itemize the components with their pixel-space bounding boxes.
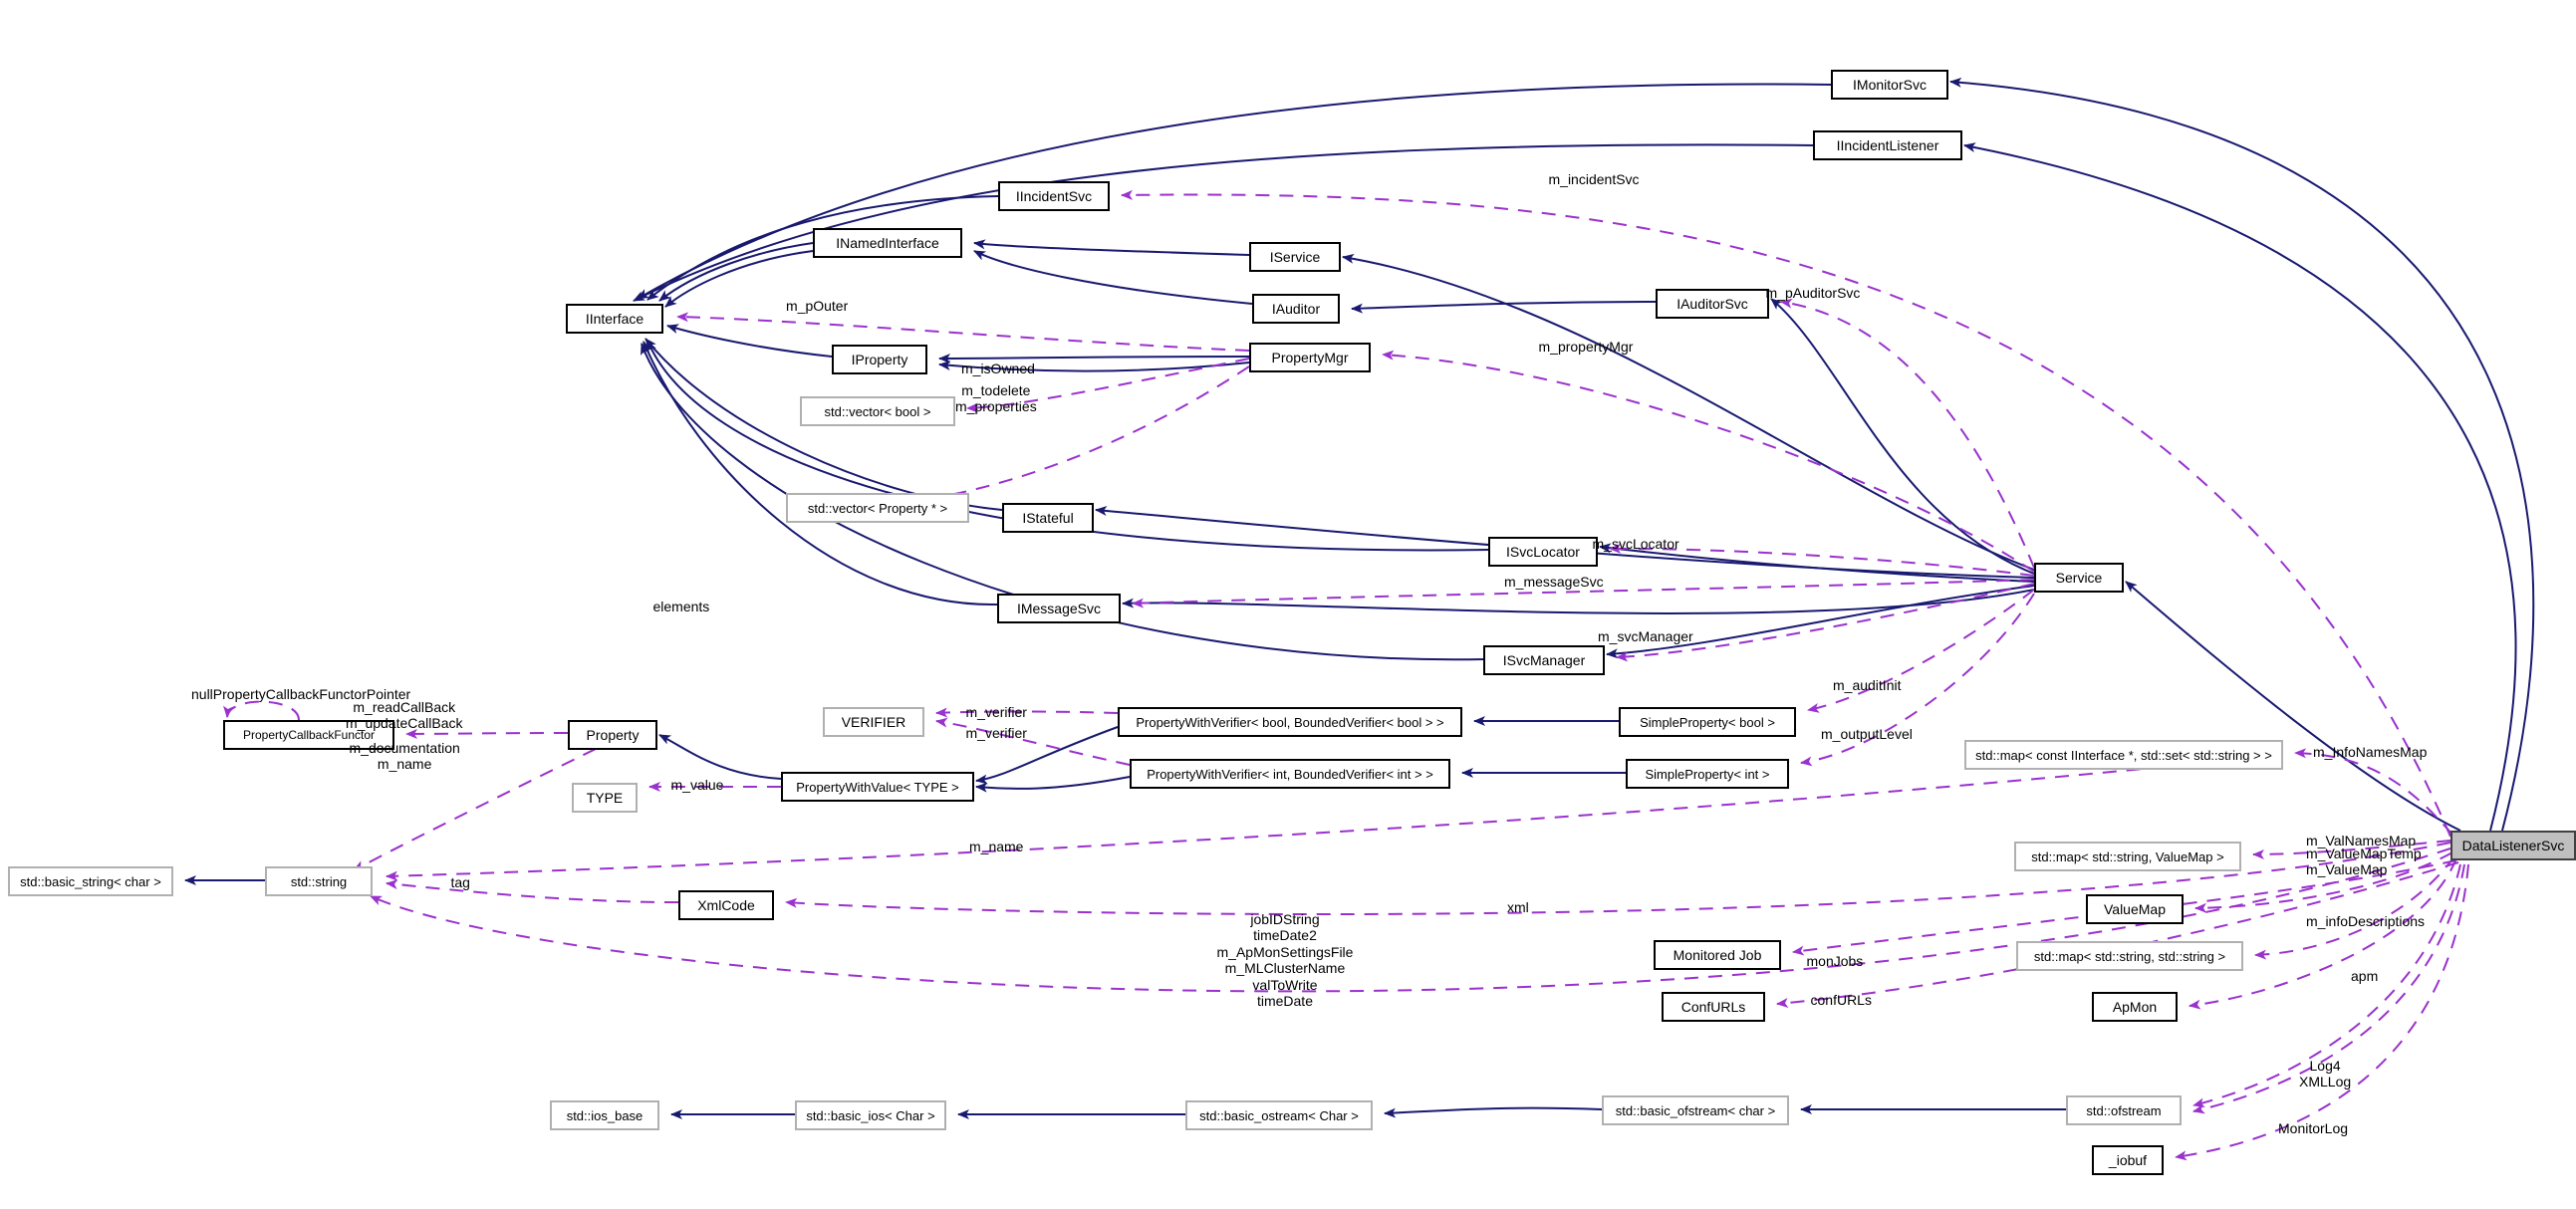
class-node-basic_string_char[interactable]: std::basic_string< char > — [8, 866, 173, 896]
class-node-IAuditor[interactable]: IAuditor — [1252, 294, 1340, 324]
edge-label-m_verifier_2: m_verifier — [965, 724, 1027, 741]
class-node-ios_base[interactable]: std::ios_base — [550, 1100, 659, 1130]
edge-label-m_propertyMgr: m_propertyMgr — [1538, 338, 1634, 355]
class-node-IStateful[interactable]: IStateful — [1002, 503, 1094, 533]
edge-label-tag: tag — [450, 873, 470, 890]
class-node-ValueMap[interactable]: ValueMap — [2086, 894, 2184, 924]
class-node-PWV_bool[interactable]: PropertyWithVerifier< bool, BoundedVerif… — [1118, 707, 1462, 737]
edge-label-monJobs: monJobs — [1806, 952, 1864, 969]
class-node-PropertyMgr[interactable]: PropertyMgr — [1249, 343, 1371, 372]
edge-label-elements: elements — [652, 598, 710, 614]
class-node-XmlCode[interactable]: XmlCode — [678, 890, 774, 920]
class-node-basic_ostream_Char[interactable]: std::basic_ostream< Char > — [1185, 1100, 1373, 1130]
class-node-IProperty[interactable]: IProperty — [832, 345, 927, 374]
class-node-SimpleProperty_bool[interactable]: SimpleProperty< bool > — [1619, 707, 1796, 737]
class-node-ISvcLocator[interactable]: ISvcLocator — [1488, 537, 1598, 567]
class-node-ConfURLs[interactable]: ConfURLs — [1662, 992, 1765, 1022]
edge-label-m_name: m_name — [969, 838, 1024, 854]
class-node-basic_ofstream_char[interactable]: std::basic_ofstream< char > — [1602, 1095, 1789, 1125]
class-node-MonitoredJob[interactable]: Monitored Job — [1654, 940, 1781, 970]
edge-label-m_incidentSvc: m_incidentSvc — [1548, 170, 1640, 187]
edge-label-m_todelete: m_todelete m_properties — [955, 381, 1037, 415]
class-node-IMonitorSvc[interactable]: IMonitorSvc — [1831, 70, 1948, 100]
edge-label-m_svcLocator: m_svcLocator — [1592, 535, 1679, 552]
class-node-PWValue_TYPE[interactable]: PropertyWithValue< TYPE > — [781, 772, 974, 802]
class-node-VERIFIER[interactable]: VERIFIER — [823, 707, 924, 737]
class-node-IInterface[interactable]: IInterface — [566, 304, 663, 334]
edge-label-m_verifier_1: m_verifier — [965, 703, 1027, 720]
class-node-IAuditorSvc[interactable]: IAuditorSvc — [1656, 289, 1769, 319]
class-node-IIncidentListener[interactable]: IIncidentListener — [1813, 130, 1962, 160]
class-node-IMessageSvc[interactable]: IMessageSvc — [997, 594, 1121, 623]
edge-label-m_value: m_value — [670, 776, 724, 793]
edge-label-m_pOuter: m_pOuter — [786, 297, 849, 314]
edge-label-m_outputLevel: m_outputLevel — [1821, 725, 1913, 742]
class-node-IService[interactable]: IService — [1249, 242, 1341, 272]
edge-label-m_readCallBack: m_readCallBack m_updateCallBack — [346, 698, 463, 732]
class-node-basic_ios_Char[interactable]: std::basic_ios< Char > — [795, 1100, 946, 1130]
edge-label-m_isOwned: m_isOwned — [961, 360, 1035, 376]
class-node-ofstream[interactable]: std::ofstream — [2066, 1095, 2182, 1125]
class-node-map_string_string[interactable]: std::map< std::string, std::string > — [2016, 941, 2243, 971]
edge-label-m_messageSvc: m_messageSvc — [1504, 573, 1604, 590]
edge-label-m_auditInit: m_auditInit — [1833, 676, 1902, 693]
edge-label-xml: xml — [1507, 898, 1529, 915]
class-node-_iobuf[interactable]: _iobuf — [2092, 1145, 2164, 1175]
edge-label-m_svcManager: m_svcManager — [1598, 627, 1693, 644]
class-node-TYPE[interactable]: TYPE — [572, 783, 638, 813]
class-node-ISvcManager[interactable]: ISvcManager — [1483, 645, 1605, 675]
class-node-map_string_ValueMap[interactable]: std::map< std::string, ValueMap > — [2014, 842, 2241, 871]
class-node-PropertyCallbackFunctor[interactable]: PropertyCallbackFunctor — [223, 720, 394, 750]
class-node-SimpleProperty_int[interactable]: SimpleProperty< int > — [1626, 759, 1789, 789]
class-node-vector_Property[interactable]: std::vector< Property * > — [786, 493, 969, 523]
edge-label-m_documentation: m_documentation m_name — [349, 739, 460, 773]
class-node-string[interactable]: std::string — [265, 866, 373, 896]
edge-label-m_pAuditorSvc: m_pAuditorSvc — [1765, 284, 1861, 301]
class-node-Service[interactable]: Service — [2034, 563, 2124, 593]
class-node-PWV_int[interactable]: PropertyWithVerifier< int, BoundedVerifi… — [1130, 759, 1450, 789]
edge-label-m_ValNamesMap: m_ValNamesMap — [2306, 832, 2417, 848]
class-node-map_IInterface_set[interactable]: std::map< const IInterface *, std::set< … — [1964, 740, 2283, 770]
class-node-Property[interactable]: Property — [568, 720, 657, 750]
class-node-IIncidentSvc[interactable]: IIncidentSvc — [998, 181, 1110, 211]
edge-label-jobstrings: jobIDString timeDate2 m_ApMonSettingsFil… — [1216, 910, 1354, 1010]
class-node-ApMon[interactable]: ApMon — [2092, 992, 2178, 1022]
class-node-vector_bool[interactable]: std::vector< bool > — [800, 396, 955, 426]
edge-label-Log4XMLLog: Log4 XMLLog — [2299, 1057, 2352, 1090]
edge-label-apm: apm — [2351, 967, 2379, 984]
edge-label-m_ValueMapTemp: m_ValueMapTemp m_ValueMap — [2306, 845, 2422, 878]
edge-label-confURLs: confURLs — [1810, 991, 1872, 1008]
edge-label-MonitorLog: MonitorLog — [2278, 1119, 2349, 1136]
class-node-INamedInterface[interactable]: INamedInterface — [813, 228, 962, 258]
edge-label-m_InfoNamesMap: m_InfoNamesMap — [2313, 743, 2428, 760]
edge-label-m_infoDescriptions: m_infoDescriptions — [2306, 912, 2426, 929]
class-node-DataListenerSvc[interactable]: DataListenerSvc — [2450, 831, 2576, 860]
edge-label-nullPropertyCallbackFunctorPointer: nullPropertyCallbackFunctorPointer — [191, 685, 411, 702]
